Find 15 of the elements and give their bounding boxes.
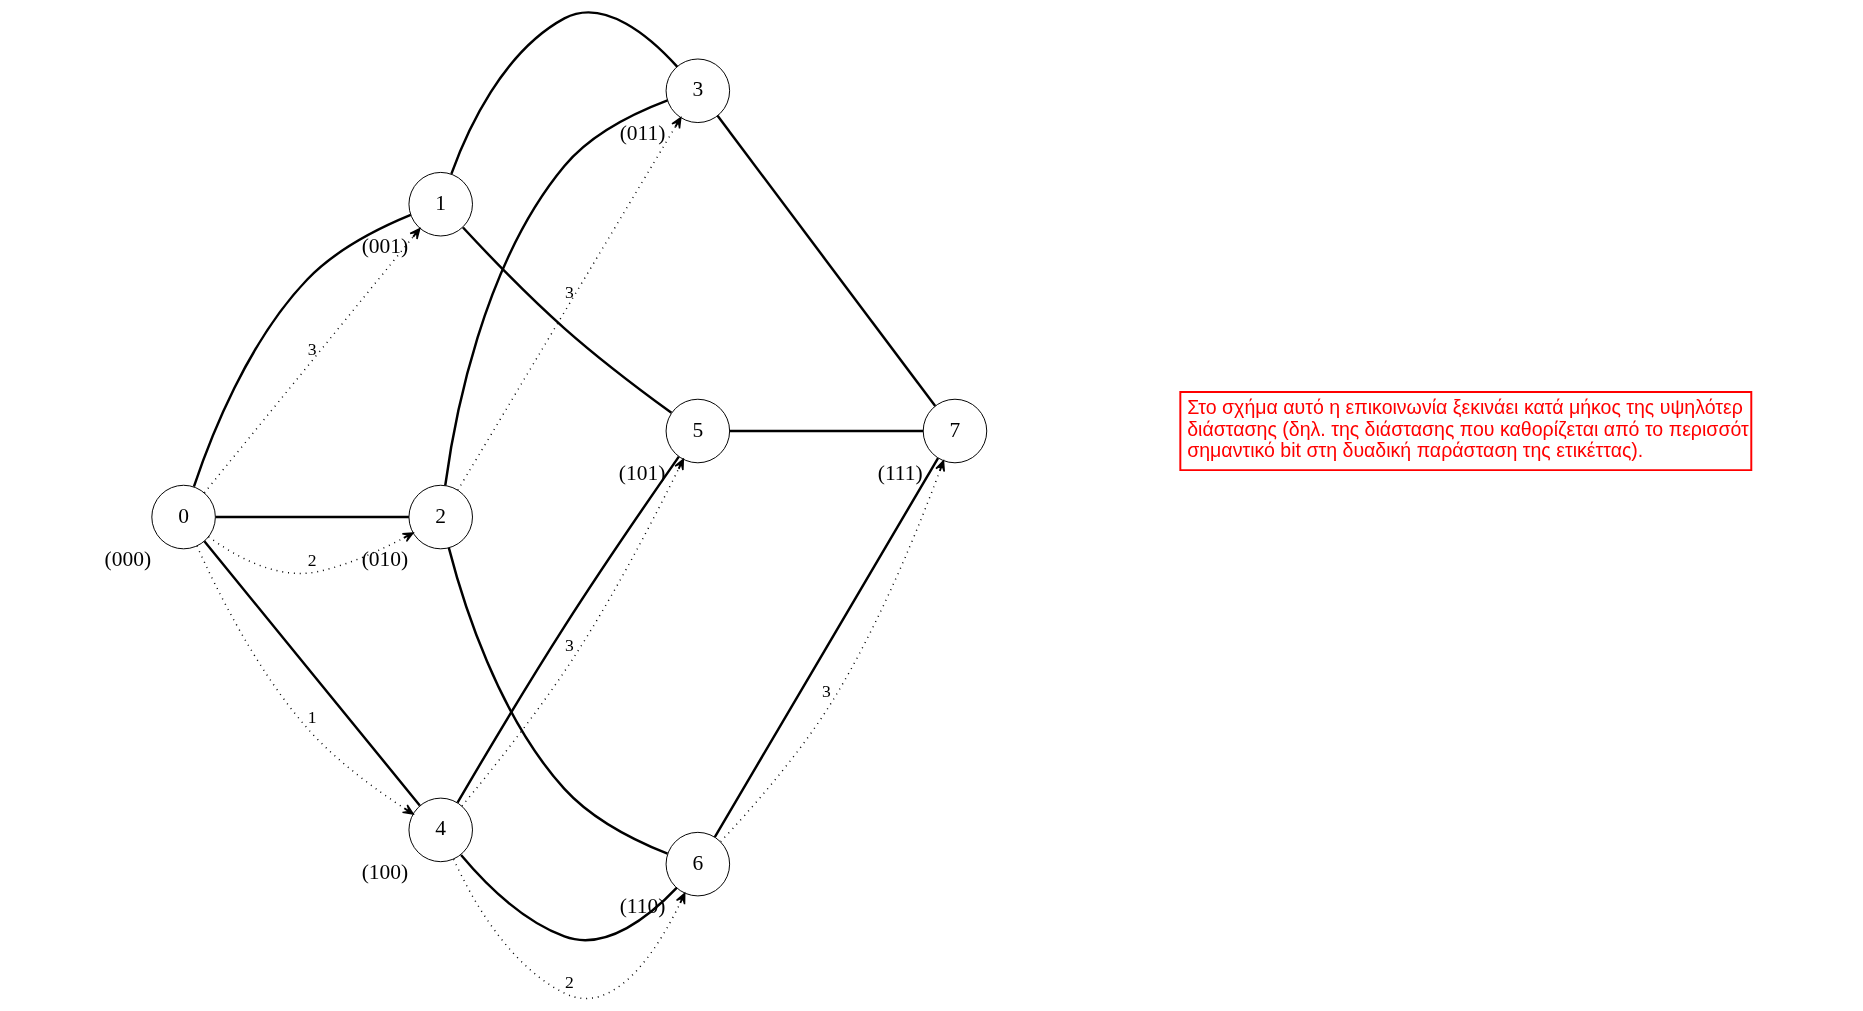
label: Στο σχήμα αυτό η επικοινωνία ξεκινάει κατά μήκος της υψηλότερ διάστασης (δηλ. της διάστασης που καθορίζεται από το περισσότ σημαντικό bit στη δυαδική παράσταση της ετικέττας).	[1186, 396, 1749, 462]
node-label: (111)	[877, 461, 923, 485]
node-label: (101)	[618, 461, 665, 485]
node-label: (000)	[104, 547, 151, 572]
edge-label: 1	[307, 706, 317, 727]
node-label: (010)	[361, 547, 408, 572]
edge-label: 2	[307, 550, 317, 571]
edge-label: 3	[564, 282, 574, 303]
edge-label: 3	[564, 635, 574, 656]
edge-label: 3	[307, 339, 317, 360]
edge-label: 3	[821, 681, 831, 702]
edge-label: 2	[564, 971, 574, 992]
node-label: (100)	[361, 859, 408, 884]
node-label: (001)	[361, 234, 408, 259]
node-label: (011)	[619, 120, 665, 145]
